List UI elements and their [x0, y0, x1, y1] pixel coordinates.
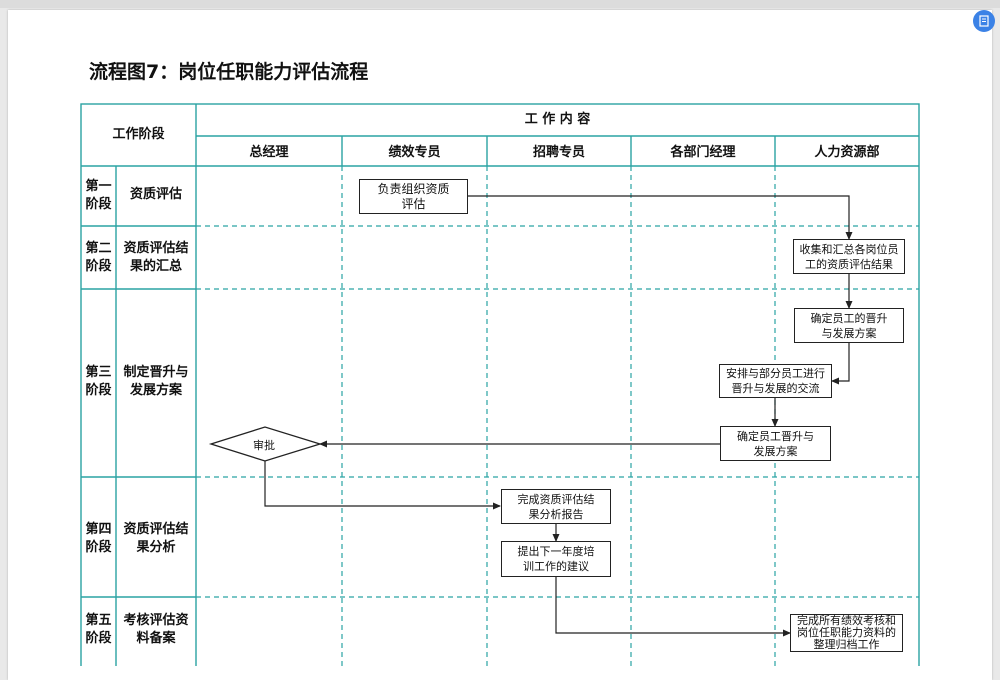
step-organize-assessment: 负责组织资质 评估: [359, 179, 468, 214]
stage-2-name: 资质评估结 果的汇总: [123, 241, 189, 274]
approval-diamond: [208, 426, 323, 462]
stage-5-number: 第五 阶段: [85, 613, 112, 646]
top-toolbar-strip: [0, 0, 1000, 8]
document-icon: [979, 15, 989, 27]
role-header-department-managers: 各部门经理: [670, 145, 736, 160]
step-training-suggestion: 提出下一年度培 训工作的建议: [501, 541, 611, 577]
stage-3-name: 制定晋升与 发展方案: [123, 365, 189, 398]
stage-3-number: 第三 阶段: [85, 365, 112, 398]
stage-1-number: 第一 阶段: [85, 179, 112, 212]
step-confirm-promotion-plan: 确定员工晋升与 发展方案: [720, 426, 831, 461]
role-header-general-manager: 总经理: [249, 145, 289, 160]
connector-s1-s2: [468, 195, 853, 240]
connector-s6-s7: [264, 461, 501, 510]
step-archive-records: 完成所有绩效考核和 岗位任职能力资料的 整理归档工作: [790, 614, 903, 652]
role-header-recruitment-specialist: 招聘专员: [532, 145, 585, 160]
document-page: [8, 10, 992, 680]
role-header-performance-specialist: 绩效专员: [388, 145, 441, 160]
table-border: [80, 103, 920, 666]
content-header: 工 作 内 容: [524, 112, 591, 127]
step-arrange-communication: 安排与部分员工进行 晋升与发展的交流: [719, 364, 832, 398]
step-analysis-report: 完成资质评估结 果分析报告: [501, 489, 611, 524]
connector-s8-s9: [555, 577, 791, 637]
stage-header: 工作阶段: [112, 127, 165, 142]
approval-label: 审批: [253, 439, 275, 452]
role-header-hr-department: 人力资源部: [814, 145, 880, 160]
stage-1-name: 资质评估: [129, 187, 182, 202]
step-define-promotion-plan: 确定员工的晋升 与发展方案: [794, 308, 904, 343]
step-collect-results: 收集和汇总各岗位员 工的资质评估结果: [793, 239, 905, 274]
stage-4-name: 资质评估结 果分析: [123, 522, 189, 555]
stage-2-number: 第二 阶段: [85, 241, 112, 274]
flowchart-canvas: [80, 103, 920, 666]
corner-document-button[interactable]: [973, 10, 995, 32]
connector-s3-s4: [831, 343, 850, 385]
stage-5-name: 考核评估资 料备案: [123, 613, 189, 646]
table-grid: [80, 103, 920, 666]
lane-dashed-grid: [196, 166, 919, 666]
stage-4-number: 第四 阶段: [85, 522, 112, 555]
page-title: 流程图7：岗位任职能力评估流程: [89, 61, 369, 83]
flow-connectors: [264, 195, 853, 637]
